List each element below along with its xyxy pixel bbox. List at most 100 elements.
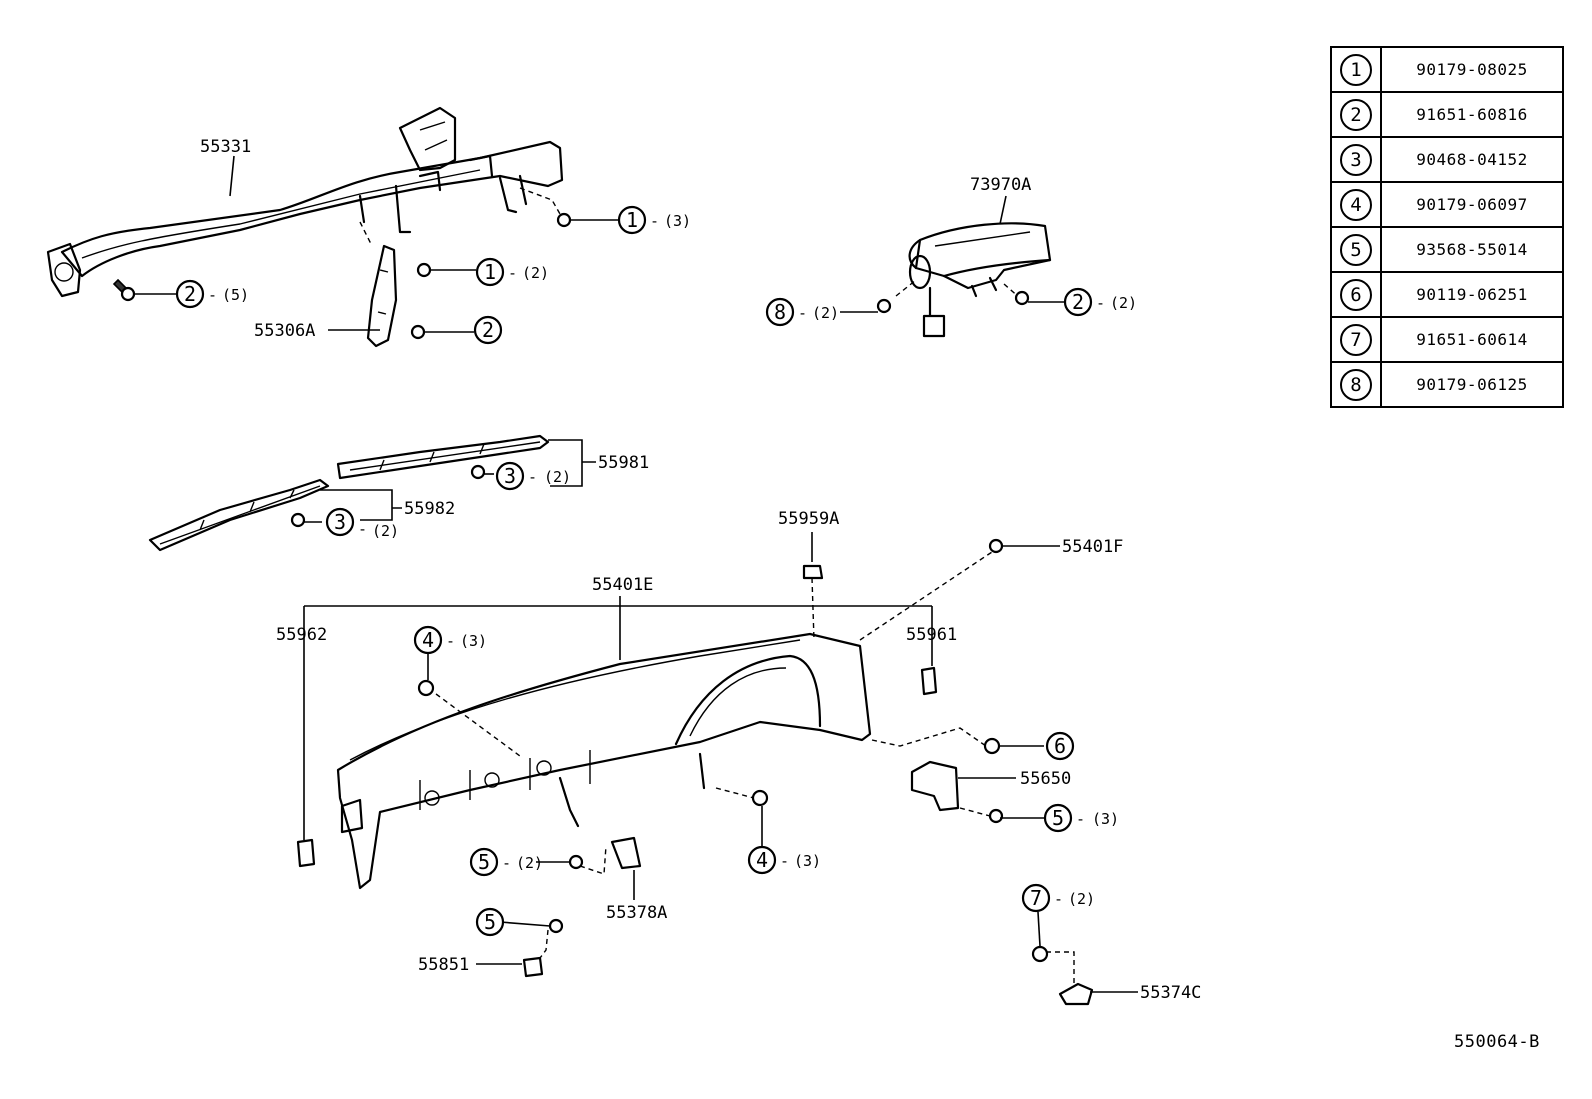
callout-quantity: (3): [1092, 810, 1119, 828]
legend-part-number: 91651-60816: [1380, 91, 1564, 138]
callout-6: 6: [1045, 731, 1075, 761]
safety-pad-panels-drawing: [148, 434, 550, 552]
callout-5b: 5 - (2): [469, 847, 543, 877]
callout-dash: -: [208, 286, 217, 304]
callout-number: 4: [422, 628, 434, 652]
callout-dash: -: [508, 264, 517, 282]
legend-number-cell: 7: [1330, 316, 1382, 363]
label-55981: 55981: [598, 453, 649, 473]
callout-quantity: (2): [544, 468, 571, 486]
callout-number: 1: [626, 208, 638, 232]
legend-number-cell: 2: [1330, 91, 1382, 138]
label-55374C: 55374C: [1140, 983, 1201, 1003]
legend-number-cell: 4: [1330, 181, 1382, 228]
clip-drawing: [802, 564, 824, 580]
callout-number: 2: [1072, 290, 1084, 314]
instrument-panel-drawing: [336, 632, 872, 890]
callout-4b: 4 - (3): [747, 845, 821, 875]
callout-2a: 2 - (5): [175, 279, 249, 309]
label-55851: 55851: [418, 955, 469, 975]
legend-number-cell: 3: [1330, 136, 1382, 183]
legend-number: 5: [1340, 233, 1372, 266]
callout-dash: -: [1054, 890, 1063, 908]
callout-quantity: (2): [1110, 294, 1137, 312]
callout-quantity: (3): [460, 632, 487, 650]
callout-quantity: (2): [812, 304, 839, 322]
legend-number: 1: [1340, 53, 1372, 86]
callout-3b: 3 - (2): [325, 507, 399, 540]
legend-number: 2: [1340, 98, 1372, 131]
label-55962: 55962: [276, 625, 327, 645]
callout-dash: -: [528, 468, 537, 486]
callout-quantity: (5): [222, 286, 249, 304]
callout-number: 8: [774, 300, 786, 324]
callout-5c: 5: [475, 907, 505, 937]
leader-lines: [134, 155, 1138, 993]
callout-2c: 2 - (2): [1063, 287, 1137, 317]
callout-quantity: (2): [1068, 890, 1095, 908]
label-73970A: 73970A: [970, 175, 1031, 195]
callout-number: 7: [1030, 886, 1042, 910]
diagram-code: 550064-B: [1454, 1032, 1540, 1052]
callout-number: 1: [484, 260, 496, 284]
callout-quantity: (3): [664, 212, 691, 230]
callout-quantity: (2): [372, 522, 399, 540]
legend-number: 7: [1340, 323, 1372, 356]
label-55401E: 55401E: [592, 575, 653, 595]
legend-number: 3: [1340, 143, 1372, 176]
airbag-module-drawing: [908, 222, 1052, 338]
legend-part-number: 90468-04152: [1380, 136, 1564, 183]
bracket-55650-drawing: [910, 760, 960, 812]
fastener-hardware: [112, 212, 1049, 963]
callout-number: 2: [184, 282, 196, 306]
callout-dash: -: [780, 852, 789, 870]
instrument-panel-reinforcement-drawing: [46, 106, 564, 348]
legend-part-number: 90119-06251: [1380, 271, 1564, 318]
legend-number-cell: 1: [1330, 46, 1382, 93]
legend-part-number: 90179-06125: [1380, 361, 1564, 408]
part-labels: 55331 55306A 73970A 55981 55982 55959A 5…: [200, 137, 1201, 1003]
bracket-55851-drawing: [522, 956, 544, 978]
callout-1b: 1 - (2): [475, 257, 549, 287]
legend-number-cell: 5: [1330, 226, 1382, 273]
callout-quantity: (3): [794, 852, 821, 870]
end-cap-left-drawing: [296, 838, 316, 868]
legend-part-number: 93568-55014: [1380, 226, 1564, 273]
legend-number: 6: [1340, 278, 1372, 311]
callout-number: 3: [504, 464, 516, 488]
callout-5a: 5 - (3): [1043, 803, 1119, 833]
callout-number: 4: [756, 848, 768, 872]
callout-1a: 1 - (3): [617, 205, 691, 235]
callout-number: 5: [1052, 806, 1064, 830]
legend-number: 4: [1340, 188, 1372, 221]
legend-part-number: 91651-60614: [1380, 316, 1564, 363]
legend-number-cell: 6: [1330, 271, 1382, 318]
callout-number: 6: [1054, 734, 1066, 758]
callout-dash: -: [798, 304, 807, 322]
callout-number: 5: [478, 850, 490, 874]
callout-dash: -: [1096, 294, 1105, 312]
callout-dash: -: [1076, 810, 1085, 828]
label-55378A: 55378A: [606, 903, 667, 923]
callout-quantity: (2): [522, 264, 549, 282]
label-55650: 55650: [1020, 769, 1071, 789]
label-55306A: 55306A: [254, 321, 315, 341]
callout-7: 7 - (2): [1021, 883, 1095, 913]
legend-number: 8: [1340, 368, 1372, 401]
label-55982: 55982: [404, 499, 455, 519]
callout-4a: 4 - (3): [413, 625, 487, 655]
label-55331: 55331: [200, 137, 251, 157]
legend-part-number: 90179-08025: [1380, 46, 1564, 93]
callout-dash: -: [446, 632, 455, 650]
callout-dash: -: [650, 212, 659, 230]
end-cap-right-drawing: [920, 666, 938, 696]
callout-number: 2: [482, 318, 494, 342]
label-55401F: 55401F: [1062, 537, 1123, 557]
